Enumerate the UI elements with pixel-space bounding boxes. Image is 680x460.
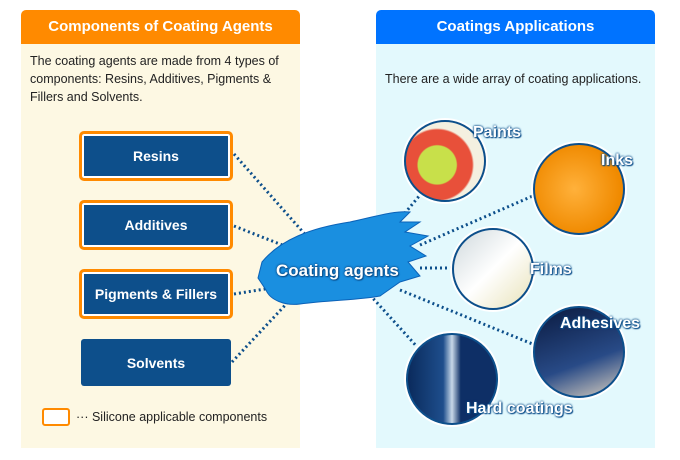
app-label-paints: Paints: [473, 124, 522, 141]
app-label-hard-coatings: Hard coatings: [466, 400, 573, 417]
component-label: Pigments & Fillers: [94, 286, 218, 302]
components-title: Components of Coating Agents: [21, 10, 300, 44]
app-label-inks: Inks: [601, 152, 634, 169]
adhesives-image: [533, 306, 625, 398]
component-label: Resins: [133, 148, 179, 164]
component-pigments-fillers: Pigments & Fillers: [79, 269, 233, 319]
components-description: The coating agents are made from 4 types…: [30, 54, 279, 104]
app-label-films: Films: [530, 261, 572, 278]
coating-agents-label: Coating agents: [276, 261, 399, 280]
paints-image: [404, 120, 486, 202]
inks-image: [533, 143, 625, 235]
component-additives: Additives: [79, 200, 233, 250]
coating-agents-brush: [257, 211, 430, 305]
legend-text: ··· Silicone applicable components: [76, 410, 268, 424]
applications-description: There are a wide array of coating applic…: [385, 72, 642, 86]
component-resins: Resins: [79, 131, 233, 181]
films-image: [452, 228, 534, 310]
applications-title: Coatings Applications: [376, 10, 655, 44]
legend: ··· Silicone applicable components: [42, 408, 267, 426]
component-label: Solvents: [126, 354, 186, 371]
component-label: Additives: [124, 217, 188, 233]
component-solvents: Solvents: [81, 339, 231, 386]
app-label-adhesives: Adhesives: [560, 315, 641, 332]
hard-coatings-image: [406, 333, 498, 425]
legend-swatch: [42, 408, 70, 426]
